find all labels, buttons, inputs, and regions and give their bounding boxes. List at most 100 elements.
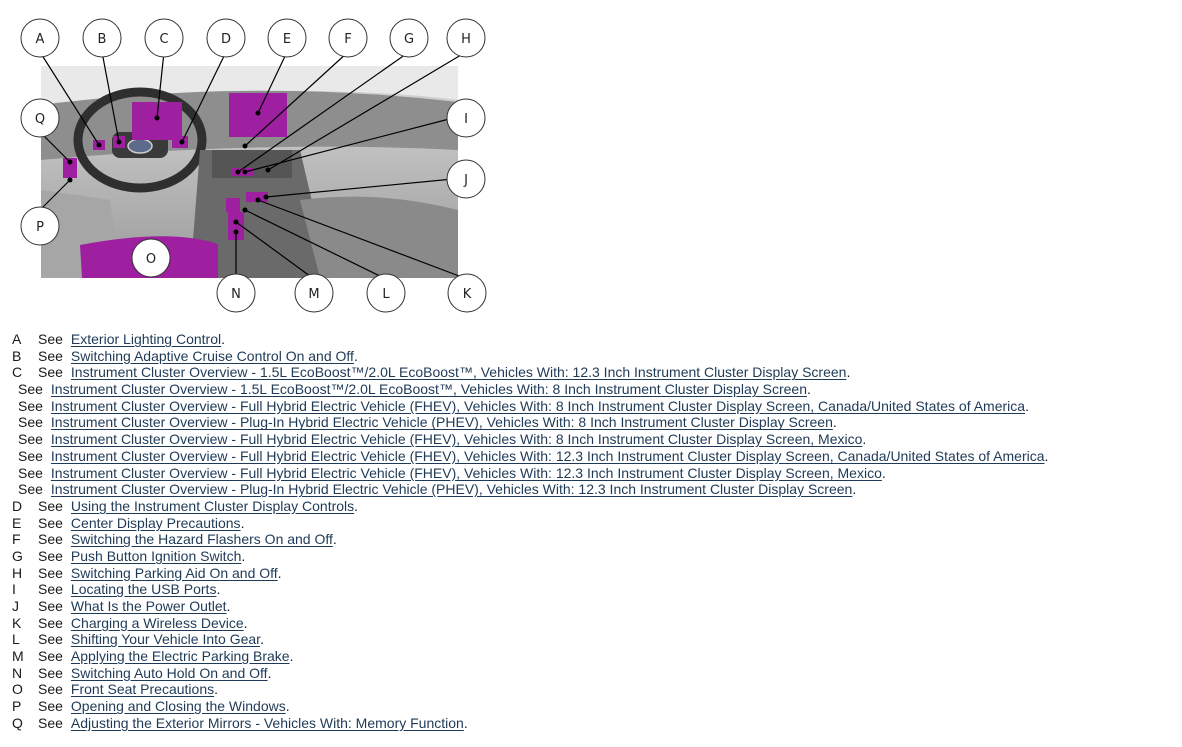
legend-link[interactable]: Adjusting the Exterior Mirrors - Vehicle…: [70, 714, 464, 731]
callout-f: F: [328, 18, 368, 58]
legend-see-label: See: [18, 414, 43, 431]
legend-letter: F: [12, 531, 21, 548]
callout-j: J: [446, 159, 486, 199]
legend-period: .: [881, 464, 886, 481]
legend-link[interactable]: Shifting Your Vehicle Into Gear: [70, 631, 261, 648]
legend-see-label: See: [38, 531, 63, 548]
legend-link[interactable]: Instrument Cluster Overview - 1.5L EcoBo…: [70, 364, 847, 381]
callout-label: G: [404, 32, 414, 47]
legend-link[interactable]: Applying the Electric Parking Brake: [70, 648, 290, 665]
leader-lines: [39, 51, 468, 280]
legend-link[interactable]: Instrument Cluster Overview - Full Hybri…: [50, 464, 882, 481]
legend-period: .: [277, 564, 282, 581]
callout-label: O: [146, 252, 156, 267]
legend-letter: J: [12, 598, 19, 614]
legend-period: .: [285, 698, 290, 715]
legend-row: See Instrument Cluster Overview - Full Hy…: [12, 398, 1177, 415]
legend-link[interactable]: Instrument Cluster Overview - Plug-In Hy…: [50, 481, 853, 498]
callout-label: H: [461, 32, 471, 47]
callout-label: E: [283, 32, 291, 47]
steering-wheel: [73, 87, 207, 193]
legend-link[interactable]: Switching Adaptive Cruise Control On and…: [70, 347, 354, 364]
center-console: [190, 150, 330, 278]
legend-link[interactable]: Locating the USB Ports: [70, 581, 217, 598]
callout-m: M: [294, 273, 334, 313]
callout-d: D: [206, 18, 246, 58]
legend-see-label: See: [38, 714, 63, 731]
legend-link[interactable]: Instrument Cluster Overview - Full Hybri…: [50, 397, 1026, 414]
legend-see-label: See: [38, 564, 63, 581]
legend-row: See Instrument Cluster Overview - Full Hy…: [12, 465, 1177, 482]
legend-row: See Instrument Cluster Overview - Plug-In…: [12, 414, 1177, 431]
legend-letter: Q: [12, 714, 23, 731]
legend-link[interactable]: Center Display Precautions: [70, 514, 241, 531]
callout-label: C: [159, 32, 168, 47]
callout-l: L: [366, 273, 406, 313]
legend-letter: B: [12, 347, 22, 364]
legend-see-label: See: [38, 698, 63, 715]
legend-period: .: [1044, 447, 1049, 464]
legend-period: .: [214, 681, 218, 698]
legend-link[interactable]: Using the Instrument Cluster Display Con…: [70, 497, 355, 514]
callout-label: M: [308, 287, 319, 302]
legend-period: .: [332, 531, 337, 548]
legend-see-label: See: [18, 481, 43, 498]
legend-link[interactable]: Opening and Closing the Windows: [70, 698, 286, 715]
legend-row: See Instrument Cluster Overview - Plug-In…: [12, 481, 1177, 498]
legend-row: F See Switching the Hazard Flashers On and…: [12, 531, 1177, 548]
legend-see-label: See: [38, 664, 63, 681]
legend-letter: H: [12, 564, 23, 581]
highlight-c: [132, 102, 182, 140]
legend-period: .: [221, 331, 225, 347]
legend-link[interactable]: What Is the Power Outlet: [70, 598, 227, 614]
legend-see-label: See: [18, 447, 43, 464]
callout-a: A: [20, 18, 60, 58]
legend-link[interactable]: Switching Auto Hold On and Off: [70, 664, 268, 681]
callout-label: J: [463, 173, 468, 188]
leader-dots: [67, 110, 271, 235]
legend-period: .: [243, 614, 248, 631]
legend-see-label: See: [18, 397, 43, 414]
callout-label: N: [231, 287, 241, 302]
legend-link[interactable]: Instrument Cluster Overview - Full Hybri…: [50, 447, 1045, 464]
legend-link[interactable]: Switching Parking Aid On and Off: [70, 564, 278, 581]
legend-see-label: See: [38, 631, 63, 648]
legend-see-label: See: [38, 497, 63, 514]
legend-see-label: See: [18, 464, 43, 481]
legend-link[interactable]: Push Button Ignition Switch: [70, 547, 242, 564]
callout-c: C: [144, 18, 184, 58]
legend-link[interactable]: Front Seat Precautions: [70, 681, 215, 698]
legend-see-label: See: [38, 681, 63, 698]
legend-link[interactable]: Instrument Cluster Overview - Full Hybri…: [50, 431, 863, 448]
callout-b: B: [82, 18, 122, 58]
legend-link[interactable]: Instrument Cluster Overview - Plug-In Hy…: [50, 414, 833, 431]
legend-letter: I: [12, 581, 16, 598]
legend-letter: N: [12, 664, 23, 681]
legend-see-label: See: [38, 598, 63, 614]
legend-link[interactable]: Instrument Cluster Overview - 1.5L EcoBo…: [50, 381, 807, 398]
legend-link[interactable]: Exterior Lighting Control: [70, 331, 222, 347]
legend-period: .: [806, 381, 811, 398]
legend-link[interactable]: Switching the Hazard Flashers On and Off: [70, 531, 333, 548]
passenger-area: [300, 196, 458, 278]
legend-period: .: [463, 714, 468, 731]
highlight-pq: [63, 158, 77, 178]
callout-n: N: [216, 273, 256, 313]
legend-row: See Instrument Cluster Overview - Full Hy…: [12, 448, 1177, 465]
legend-period: .: [862, 431, 867, 448]
legend-period: .: [267, 664, 272, 681]
legend-period: .: [832, 414, 837, 431]
legend-link[interactable]: Charging a Wireless Device: [70, 614, 244, 631]
callout-label: B: [98, 32, 107, 47]
callout-q: Q: [20, 98, 60, 138]
highlight-j: [246, 192, 268, 202]
